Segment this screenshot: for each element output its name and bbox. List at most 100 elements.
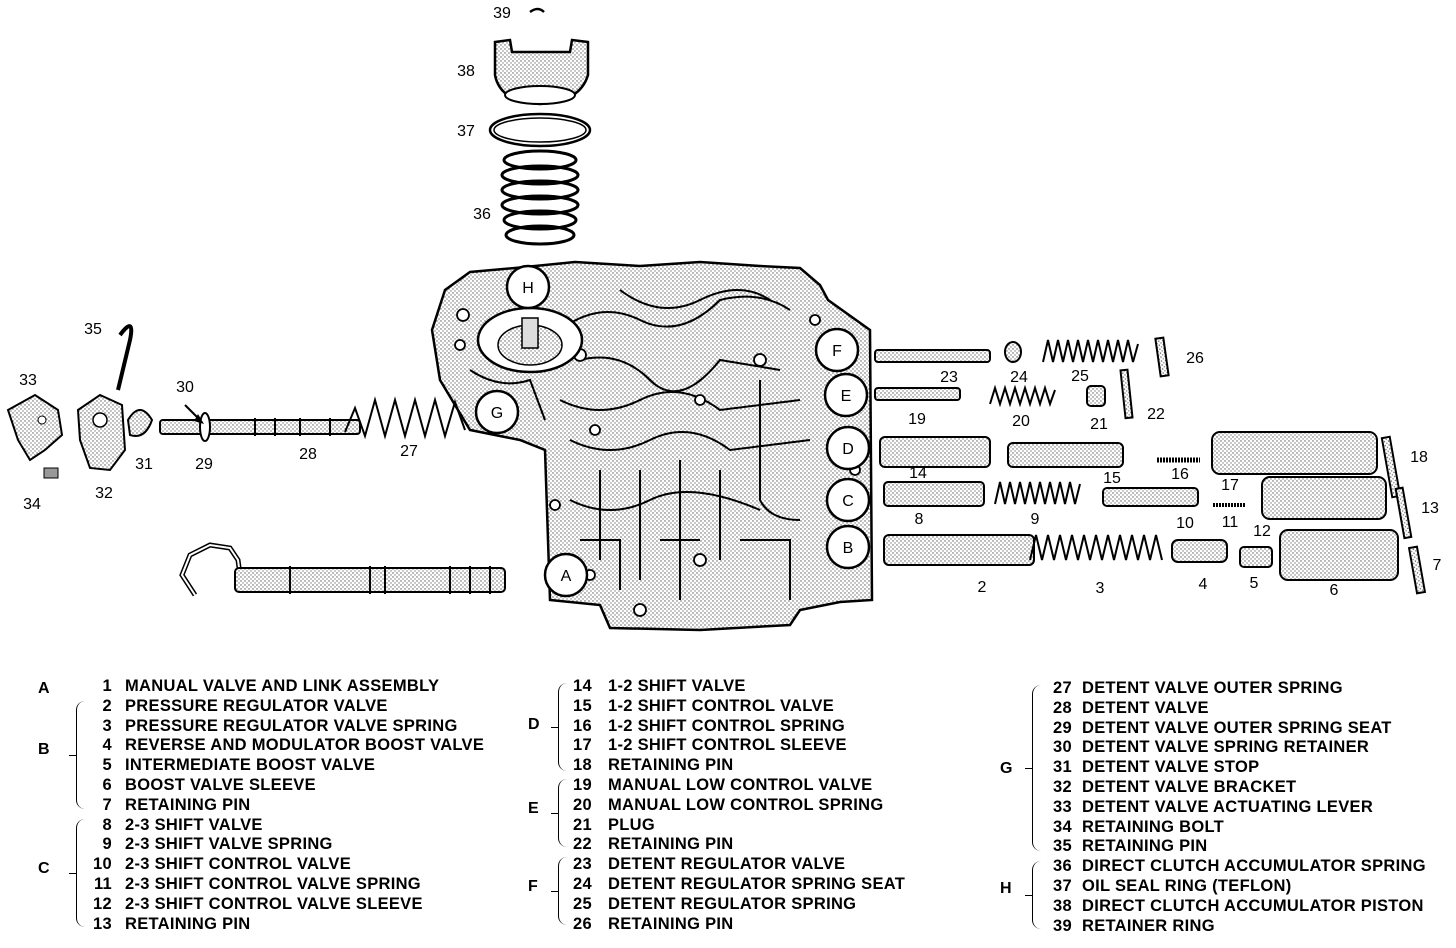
part-label: 18 [1410,449,1428,466]
part-label: 27 [400,443,418,460]
group-label-c: C [38,860,50,877]
part-label: 15 [1103,470,1121,487]
part-label: 17 [1221,477,1239,494]
part-label: 26 [1186,350,1204,367]
brace-c [69,819,85,927]
part-label: 13 [1421,500,1439,517]
part-label: 5 [1250,575,1259,592]
part-label: 16 [1171,466,1189,483]
part-label: 9 [1031,511,1040,528]
part-label: 24 [1010,369,1028,386]
callout-c: C [842,493,854,510]
right-side-valve-components [874,336,1427,595]
part-label: 12 [1253,523,1271,540]
brace-g [1025,685,1041,851]
group-label-h: H [1000,880,1012,897]
callout-circles [474,264,871,598]
callout-h: H [522,280,534,297]
part-label: 2 [978,579,987,596]
brace-d [551,683,567,771]
part-label: 3 [1096,580,1105,597]
part-label: 36 [473,206,491,223]
callout-e: E [841,388,852,405]
exploded-valve-body-diagram: H G F E D C B A 39 38 37 36 35 33 30 31 … [6,5,1442,632]
valve-body-casting [430,260,874,632]
group-label-b: B [38,741,50,758]
part-label: 31 [135,456,153,473]
part-label: 28 [299,446,317,463]
part-label: 25 [1071,368,1089,385]
part-label: 22 [1147,406,1165,423]
part-label: 37 [457,123,475,140]
part-label: 14 [909,465,927,482]
callout-b: B [843,540,854,557]
callout-a: A [561,568,572,585]
part-label: 29 [195,456,213,473]
group-label-d: D [528,716,540,733]
part-label: 32 [95,485,113,502]
part-label: 11 [1222,514,1239,531]
part-label: 39 [493,5,511,22]
part-label: 38 [457,63,475,80]
group-label-f: F [528,878,539,895]
detent-valve-group [6,324,466,479]
part-label: 34 [23,496,41,513]
manual-valve-link-assembly [179,542,506,597]
callout-f: F [832,343,842,360]
part-label: 7 [1433,557,1442,574]
direct-clutch-accumulator-parts [488,7,592,246]
callout-d: D [842,441,854,458]
group-label-e: E [528,800,539,817]
part-label: 21 [1090,416,1108,433]
part-label: 23 [940,369,958,386]
brace-f [551,857,567,925]
brace-e [551,779,567,847]
part-label: 6 [1330,582,1339,599]
part-label: 33 [19,372,37,389]
group-label-g: G [1000,760,1013,777]
part-label: 20 [1012,413,1030,430]
callout-g: G [491,405,503,422]
part-label: 30 [176,379,194,396]
part-label: 8 [915,511,924,528]
part-label: 35 [84,321,102,338]
